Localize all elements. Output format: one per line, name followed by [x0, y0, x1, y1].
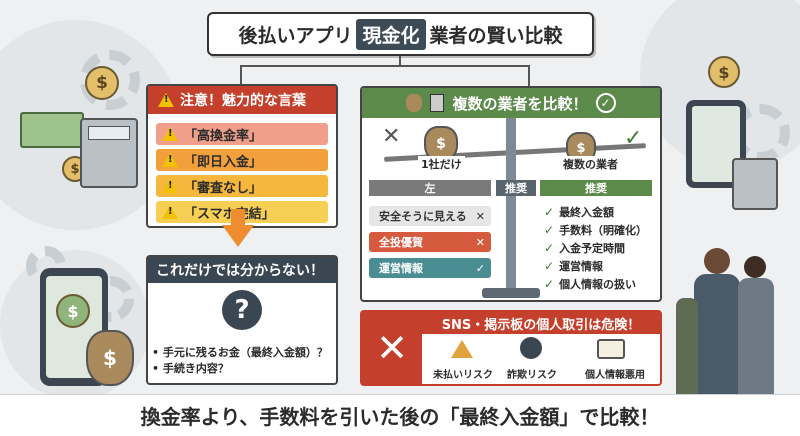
title-after: 業者の賢い比較: [429, 24, 563, 47]
footer-message: 換金率より、手数料を引いた後の「最終入金額」で比較！: [0, 394, 800, 436]
left-chip-text: 安全そうに見える: [379, 210, 467, 223]
warning-item-label: 「スマホ完結」: [184, 206, 275, 222]
compare-panel-header: 複数の業者を比較！ ✓: [362, 88, 660, 118]
warning-icon: [162, 179, 178, 193]
calculator-icon: [430, 94, 445, 112]
unknown-bullet: • 手続き内容？: [152, 362, 229, 375]
check-icon: ✓: [544, 277, 555, 291]
cross-icon: ✕: [475, 235, 485, 249]
right-check-item: ✓ 手数料（明確化）: [544, 222, 647, 238]
right-pan-label: 複数の業者: [560, 156, 621, 172]
risk-label: 詐欺リスク: [507, 370, 557, 381]
right-check-text: 最終入金額: [559, 206, 615, 219]
mid-bar-label: 推奨: [496, 180, 536, 196]
money-bag-icon: [406, 94, 423, 112]
right-check-item: ✓ 入金予定時間: [544, 240, 625, 256]
check-icon: ✓: [475, 261, 485, 275]
risk-label: 未払いリスク: [433, 370, 493, 381]
coin-icon: $: [56, 294, 90, 328]
right-check-text: 手数料（明確化）: [559, 224, 648, 237]
warning-icon: [162, 153, 178, 167]
check-icon: ✓: [624, 126, 643, 151]
warning-item: 「審査なし」: [156, 175, 328, 197]
connector-line: [399, 56, 401, 66]
warning-icon: [451, 340, 473, 358]
compare-panel-title: 複数の業者を比較！: [452, 94, 588, 113]
title-highlight: 現金化: [356, 18, 426, 50]
right-check-item: ✓ 運営情報: [544, 258, 603, 274]
danger-panel: ✕ SNS・掲示板の個人取引は危険！: [360, 310, 662, 386]
warning-panel-title: 注意！魅力的な言葉: [180, 93, 306, 109]
right-check-text: 運営情報: [559, 260, 604, 273]
warning-icon: [162, 205, 178, 219]
warning-item-label: 「高換金率」: [184, 128, 263, 144]
fraud-icon: [520, 337, 542, 359]
warning-panel-header: 注意！魅力的な言葉: [148, 86, 336, 114]
banknote-icon: [20, 112, 84, 148]
check-icon: ✓: [544, 205, 555, 219]
check-icon: ✓: [544, 241, 555, 255]
right-bar-label: 推奨: [540, 180, 652, 196]
warning-item: 「スマホ完結」: [156, 201, 328, 223]
cross-icon: ✕: [382, 124, 401, 149]
id-card-icon: [597, 339, 625, 359]
left-chip: 運営情報 ✓: [369, 258, 491, 278]
connector-line: [528, 65, 530, 87]
left-chip-text: 運営情報: [379, 262, 423, 275]
check-circle-icon: ✓: [595, 93, 616, 113]
check-icon: ✓: [544, 223, 555, 237]
arrow-down-icon: [222, 225, 254, 247]
danger-panel-title: SNS・掲示板の個人取引は危険！: [422, 312, 660, 334]
right-check-text: 個人情報の扱い: [559, 278, 637, 291]
unknown-bullet-text: 手続き内容？: [162, 362, 229, 375]
warning-item-label: 「審査なし」: [184, 180, 263, 196]
coin-icon: $: [708, 56, 740, 88]
scale-post: [506, 118, 516, 294]
right-check-item: ✓ 個人情報の扱い: [544, 276, 636, 292]
money-bag-icon: $: [86, 330, 134, 386]
unknown-bullet: • 手元に残るお金（最終入金額）？: [152, 346, 328, 359]
left-bar-label: 左: [369, 180, 491, 196]
left-chip: 安全そうに見える ✕: [369, 206, 491, 226]
unknown-panel-header: これだけでは分からない！: [148, 257, 336, 283]
page-title: 後払いアプリ 現金化 業者の賢い比較: [207, 12, 594, 56]
left-pan-label: 1社だけ: [418, 156, 465, 172]
connector-line: [240, 65, 242, 85]
check-icon: ✓: [544, 259, 555, 273]
warning-icon: [162, 127, 178, 141]
calculator-icon: [80, 118, 138, 188]
arrow-down-icon: [231, 209, 245, 227]
right-check-text: 入金予定時間: [559, 242, 626, 255]
calculator-icon: [732, 158, 778, 210]
warning-icon: [158, 93, 174, 107]
coin-icon: $: [85, 66, 119, 100]
smartphone-icon: [686, 100, 746, 188]
title-before: 後払いアプリ: [238, 24, 353, 47]
risk-label: 個人情報悪用: [585, 370, 645, 381]
cross-icon: ✕: [362, 312, 422, 384]
scale-base: [482, 288, 540, 298]
left-chip: 全投優賀 ✕: [369, 232, 491, 252]
people-illustration: [676, 248, 786, 394]
question-icon: ?: [222, 290, 262, 330]
cross-icon: ✕: [475, 209, 485, 223]
warning-item-label: 「即日入金」: [184, 154, 263, 170]
left-chip-text: 全投優賀: [379, 236, 423, 249]
warning-item: 「即日入金」: [156, 149, 328, 171]
connector-line: [240, 65, 530, 67]
right-check-item: ✓ 最終入金額: [544, 204, 614, 220]
warning-item: 「高換金率」: [156, 123, 328, 145]
unknown-bullet-text: 手元に残るお金（最終入金額）？: [162, 346, 328, 359]
